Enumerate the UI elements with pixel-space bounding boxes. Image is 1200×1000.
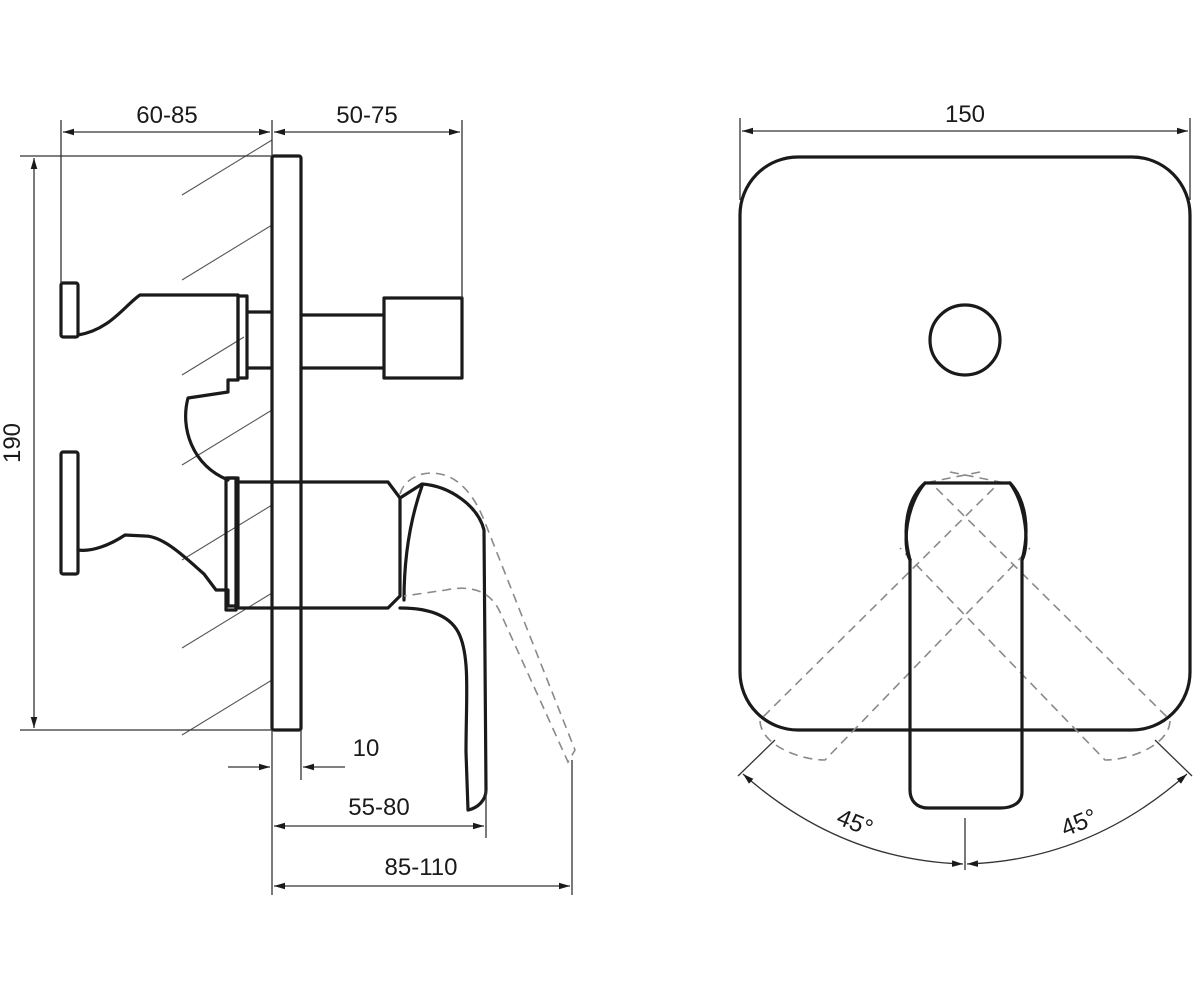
front-angle-ext-right — [1154, 739, 1193, 777]
dim-text-total: 85-110 — [385, 854, 458, 881]
front-view: 150 45° 45° — [737, 101, 1193, 870]
dim-text-height: 190 — [0, 423, 26, 463]
front-lever-handle — [904, 481, 1028, 810]
mounting-bracket — [59, 281, 80, 576]
side-view: 60-85 50-75 190 10 55-80 85-110 — [0, 102, 576, 895]
dim-text-plate: 10 — [353, 735, 380, 762]
lever-handle-inner — [402, 484, 424, 602]
lever-collar — [224, 476, 238, 612]
wall-hatching — [181, 139, 273, 736]
valve-body — [76, 293, 240, 608]
front-angle-ext-left — [737, 739, 776, 777]
lever-handle-rotated — [399, 472, 576, 764]
dim-text-lever: 55-80 — [348, 794, 409, 821]
front-lever-rotated-left — [759, 471, 1031, 761]
diverter-collar — [236, 294, 249, 380]
lever-handle — [398, 482, 488, 812]
dim-text-diverter: 50-75 — [336, 102, 397, 129]
front-lever-edge — [904, 481, 1028, 562]
dim-text-angle-right: 45° — [1057, 804, 1101, 843]
angle-arc-right — [966, 773, 1188, 867]
diverter-knob — [382, 296, 464, 380]
front-diverter-knob — [928, 303, 1002, 377]
front-cover-plate — [738, 155, 1192, 732]
cover-plate — [270, 154, 303, 732]
side-extension-lines — [20, 120, 573, 895]
dim-text-wall-depth: 60-85 — [136, 102, 197, 129]
angle-arc-left — [742, 773, 964, 867]
front-lever-rotated-right — [899, 471, 1171, 761]
dim-text-width: 150 — [945, 101, 985, 128]
lever-base — [234, 480, 402, 610]
